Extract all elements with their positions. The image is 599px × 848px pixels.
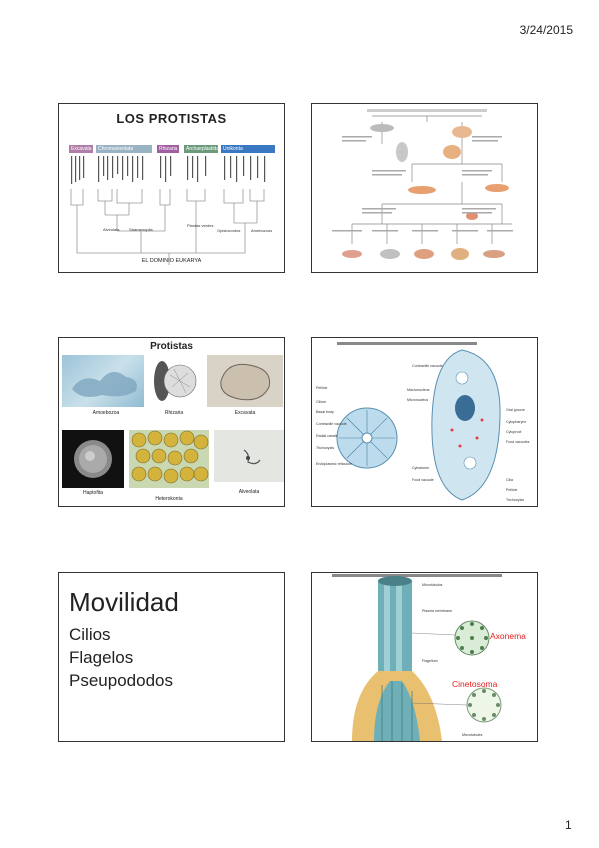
slide-flagellum-structure: Microtúbulos Plasma membrane Flagellum M…: [311, 572, 538, 742]
sublabel-amebozoos: Amebozoos: [251, 228, 273, 233]
slide-paramecium-anatomy: Pellicle Cilium Basal body Contractile v…: [311, 337, 538, 507]
label-food-vacuole: Food vacuole: [412, 478, 434, 482]
flagellum-diagram: [332, 574, 502, 741]
caption-haptofita: Haptofita: [82, 490, 103, 496]
photo-haptofita: [62, 430, 124, 488]
label-radial-canals: Radial canals: [316, 434, 338, 438]
sublabel-stramenopila: Stramenopila: [129, 227, 153, 232]
photo-excavata: [207, 355, 283, 407]
label-food-vacuoles: Food vacuoles: [506, 440, 530, 444]
label-macronucleus: Macronucleus: [407, 388, 430, 392]
label-plasma-membrane: Plasma membrane: [422, 609, 453, 613]
group-header-rhizaria: Rhizaria: [157, 145, 179, 153]
date: 3/24/2015: [519, 23, 573, 37]
label-basal-body: Basal body: [316, 410, 334, 414]
group-header-unikonta: Unikonta: [221, 145, 275, 153]
group-header-archaeplastida: Archaeplastida: [184, 145, 220, 153]
slide-title: Protistas: [150, 341, 193, 352]
label-cilium: Cilium: [316, 400, 326, 404]
label-cytopharynx: Cytopharynx: [506, 420, 527, 424]
label-cytostome: Cytostome: [412, 466, 430, 470]
label-pellicle-right: Pellicle: [506, 488, 518, 492]
sublabel-alveolata: Alveolata: [103, 227, 120, 232]
label-pellicle: Pellicle: [316, 386, 328, 390]
evolution-diagram: [332, 109, 513, 260]
label-contractile-vacuole-left: Contractile vacuole: [316, 422, 347, 426]
label-microtubulos: Microtúbulos: [422, 583, 443, 587]
slide-footer: EL DOMINIO EUKARYA: [141, 258, 202, 264]
photo-heterokonta: [129, 430, 209, 488]
slide-evolution-diagram: [311, 103, 538, 273]
label-micronucleus: Micronucleus: [407, 398, 429, 402]
group-header-chromalveolata: Chromalveolata: [96, 145, 152, 153]
slide-protistas-photos: Protistas Amoebozoa Rhizaria Excavata Ha…: [58, 337, 285, 507]
caption-amoebozoa: Amoebozoa: [92, 410, 120, 416]
label-cytoproct: Cytoproct: [506, 430, 522, 434]
item-cilios: Cilios: [69, 625, 111, 644]
group-header-excavata: Excavata: [69, 145, 93, 153]
label-microtubules: Microtubules: [462, 733, 483, 737]
phylogenetic-tree: [70, 156, 266, 265]
photo-rhizaria: [144, 355, 204, 407]
caption-alveolata: Alveolata: [238, 489, 260, 495]
caption-heterokonta: Heterokonta: [155, 496, 183, 502]
sublabel-opistocontos: Opistocontos: [217, 228, 241, 233]
label-cinetosoma: Cinetosoma: [452, 679, 498, 689]
photo-amoebozoa: [62, 355, 150, 407]
label-endoplasmic-reticulum: Endoplasmic reticulum: [316, 462, 353, 466]
label-flagellum: Flagellum: [422, 659, 438, 663]
label-trichocysts-left: Trichocysts: [316, 446, 335, 450]
slide-title: LOS PROTISTAS: [116, 111, 227, 126]
label-contractile-vacuole: Contractile vacuole: [412, 364, 443, 368]
slide-movilidad: Movilidad Cilios Flagelos Pseupododos: [58, 572, 285, 742]
label-trichocysts-right: Trichocysts: [506, 498, 525, 502]
photo-alveolata: [214, 430, 284, 482]
caption-rhizaria: Rhizaria: [164, 410, 184, 416]
caption-excavata: Excavata: [234, 410, 256, 416]
page-number: 1: [565, 818, 572, 832]
item-flagelos: Flagelos: [69, 648, 134, 667]
label-oral-groove: Oral groove: [506, 408, 525, 412]
paramecium-diagram: [336, 342, 501, 501]
slide-los-protistas: LOS PROTISTAS Excavata Chromalveolata Rh…: [58, 103, 285, 273]
label-cilia: Cilia: [506, 478, 513, 482]
label-axonema: Axonema: [490, 631, 526, 641]
sublabel-plantas-verdes: Plantas verdes: [187, 223, 214, 228]
item-pseupododos: Pseupododos: [69, 671, 173, 690]
slide-title: Movilidad: [69, 587, 179, 617]
